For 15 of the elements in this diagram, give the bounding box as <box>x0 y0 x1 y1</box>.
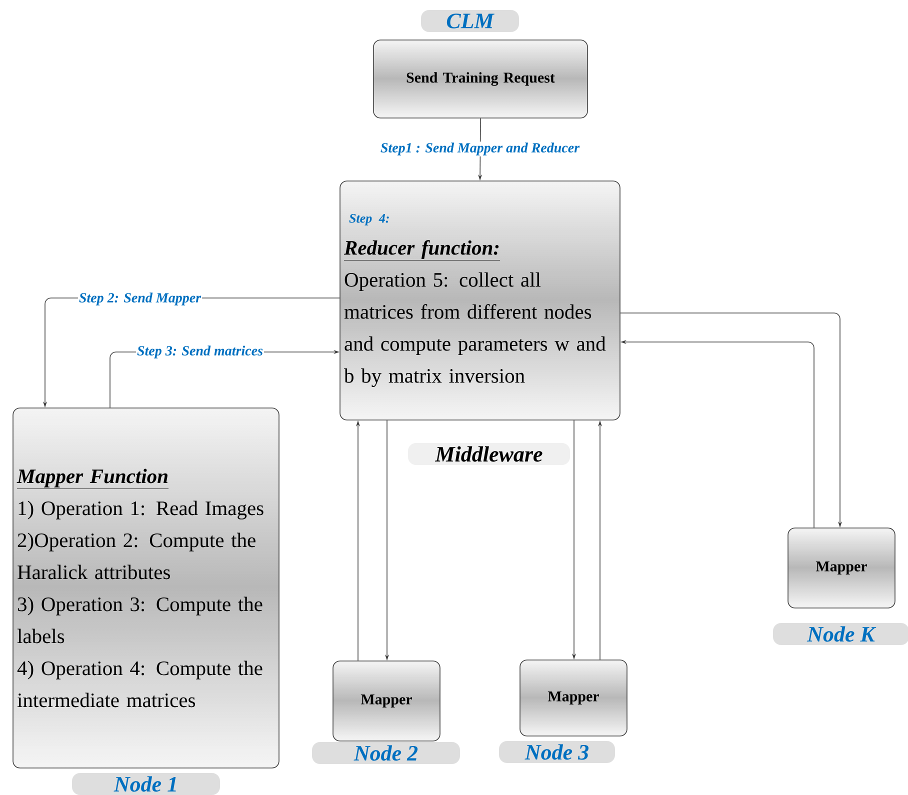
edge-label: Step 3: Send matrices <box>136 344 264 360</box>
reducer-box: Step 4: Reducer function: Operation 5: collect all matrices from different nodes and compute parameters w and b by matrix inversion <box>340 180 620 420</box>
edge-label: Step 2: Send Mapper <box>78 292 202 306</box>
node-label: Node 2 <box>312 742 460 764</box>
node-label: Node 1 <box>72 773 220 795</box>
process-box: Mapper <box>520 660 628 736</box>
mapper-function-box: Mapper Function 1) Operation 1: Read Images 2)Operation 2: Compute the Haralick attributes 3) Operation 3: Compute the labels 4) Operation 4: Compute the intermediate matrices <box>12 408 280 768</box>
node-label: Node 3 <box>499 741 615 763</box>
node-label: Node K <box>773 623 908 645</box>
process-box: Send Training Request <box>373 40 588 118</box>
node-label: Middleware <box>408 443 570 465</box>
edge-label: Step1 : Send Mapper and Reducer <box>379 142 581 156</box>
node-label: CLM <box>421 10 519 32</box>
process-box: Mapper <box>788 528 896 608</box>
process-box: Mapper <box>332 660 440 742</box>
